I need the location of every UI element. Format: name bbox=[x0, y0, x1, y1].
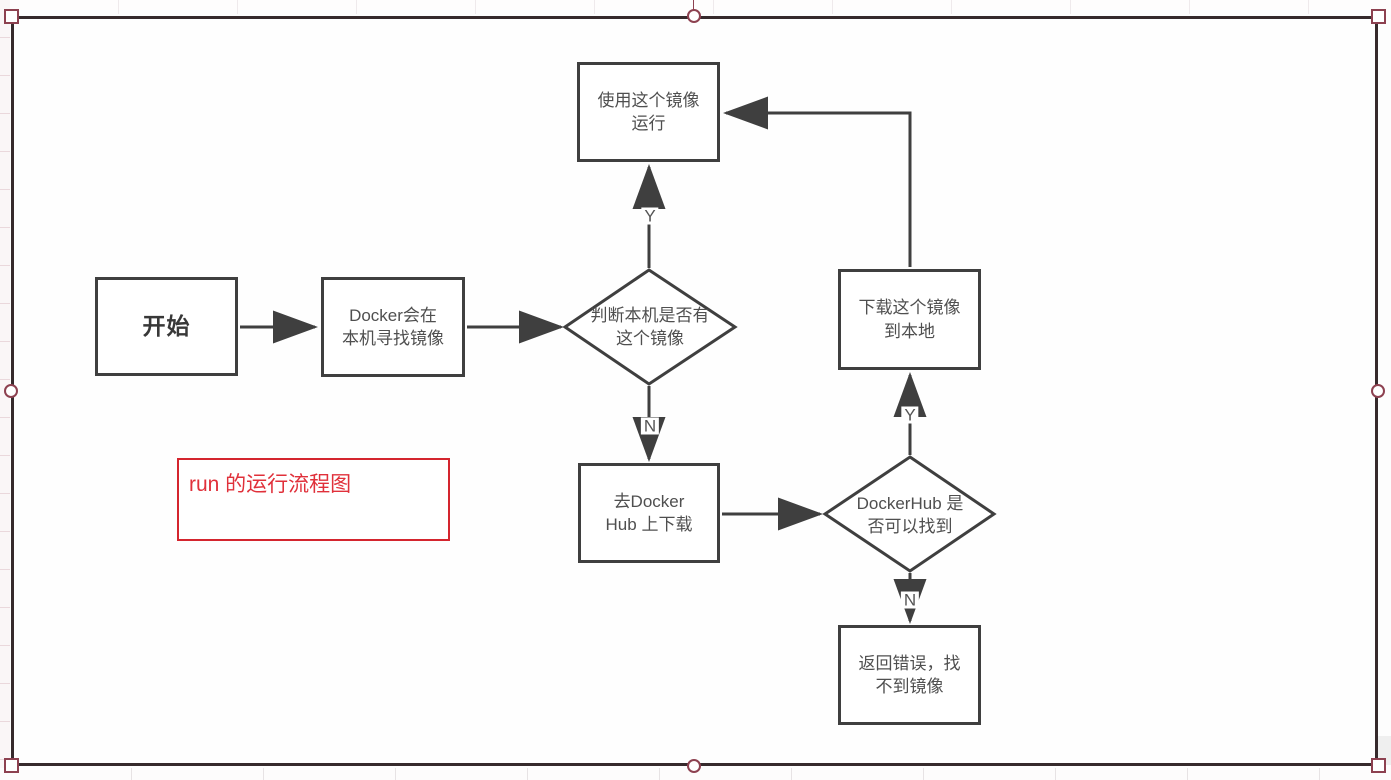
node-return-error[interactable]: 返回错误，找 不到镜像 bbox=[838, 625, 981, 725]
resize-handle-left-middle[interactable] bbox=[4, 384, 18, 398]
resize-handle-bottom-middle[interactable] bbox=[687, 759, 701, 773]
branch-label-yes-1: Y bbox=[641, 207, 659, 225]
resize-handle-right-middle[interactable] bbox=[1371, 384, 1385, 398]
grid-strip-top bbox=[0, 0, 1391, 14]
branch-label-yes-2: Y bbox=[901, 406, 919, 424]
decision-hub-found-shape[interactable] bbox=[822, 455, 997, 573]
node-goto-hub[interactable]: 去Docker Hub 上下载 bbox=[578, 463, 720, 563]
resize-handle-top-middle[interactable] bbox=[687, 9, 701, 23]
decision-has-image-shape[interactable] bbox=[562, 268, 738, 386]
grid-strip-bottom bbox=[0, 768, 1391, 780]
caption-text: run 的运行流程图 bbox=[189, 473, 352, 496]
node-return-error-label: 返回错误，找 不到镜像 bbox=[858, 653, 961, 696]
node-start[interactable]: 开始 bbox=[95, 277, 238, 376]
node-search-local[interactable]: Docker会在 本机寻找镜像 bbox=[321, 277, 465, 377]
resize-handle-bottom-left[interactable] bbox=[4, 758, 19, 773]
node-run-image[interactable]: 使用这个镜像 运行 bbox=[577, 62, 720, 162]
branch-label-no-2: N bbox=[900, 591, 920, 609]
node-run-image-label: 使用这个镜像 运行 bbox=[597, 90, 700, 133]
node-download-image[interactable]: 下载这个镜像 到本地 bbox=[838, 269, 981, 370]
caption-box[interactable]: run 的运行流程图 bbox=[177, 458, 450, 541]
node-start-label: 开始 bbox=[142, 312, 191, 339]
node-search-local-label: Docker会在 本机寻找镜像 bbox=[342, 305, 444, 348]
node-goto-hub-label: 去Docker Hub 上下载 bbox=[605, 491, 693, 534]
arrow-download-to-run[interactable] bbox=[723, 96, 912, 267]
resize-handle-top-left[interactable] bbox=[4, 9, 19, 24]
node-download-image-label: 下载这个镜像 到本地 bbox=[858, 298, 961, 341]
rotation-handle-line bbox=[693, 0, 694, 12]
resize-handle-bottom-right[interactable] bbox=[1371, 758, 1386, 773]
resize-handle-top-right[interactable] bbox=[1371, 9, 1386, 24]
branch-label-no-1: N bbox=[640, 417, 660, 435]
